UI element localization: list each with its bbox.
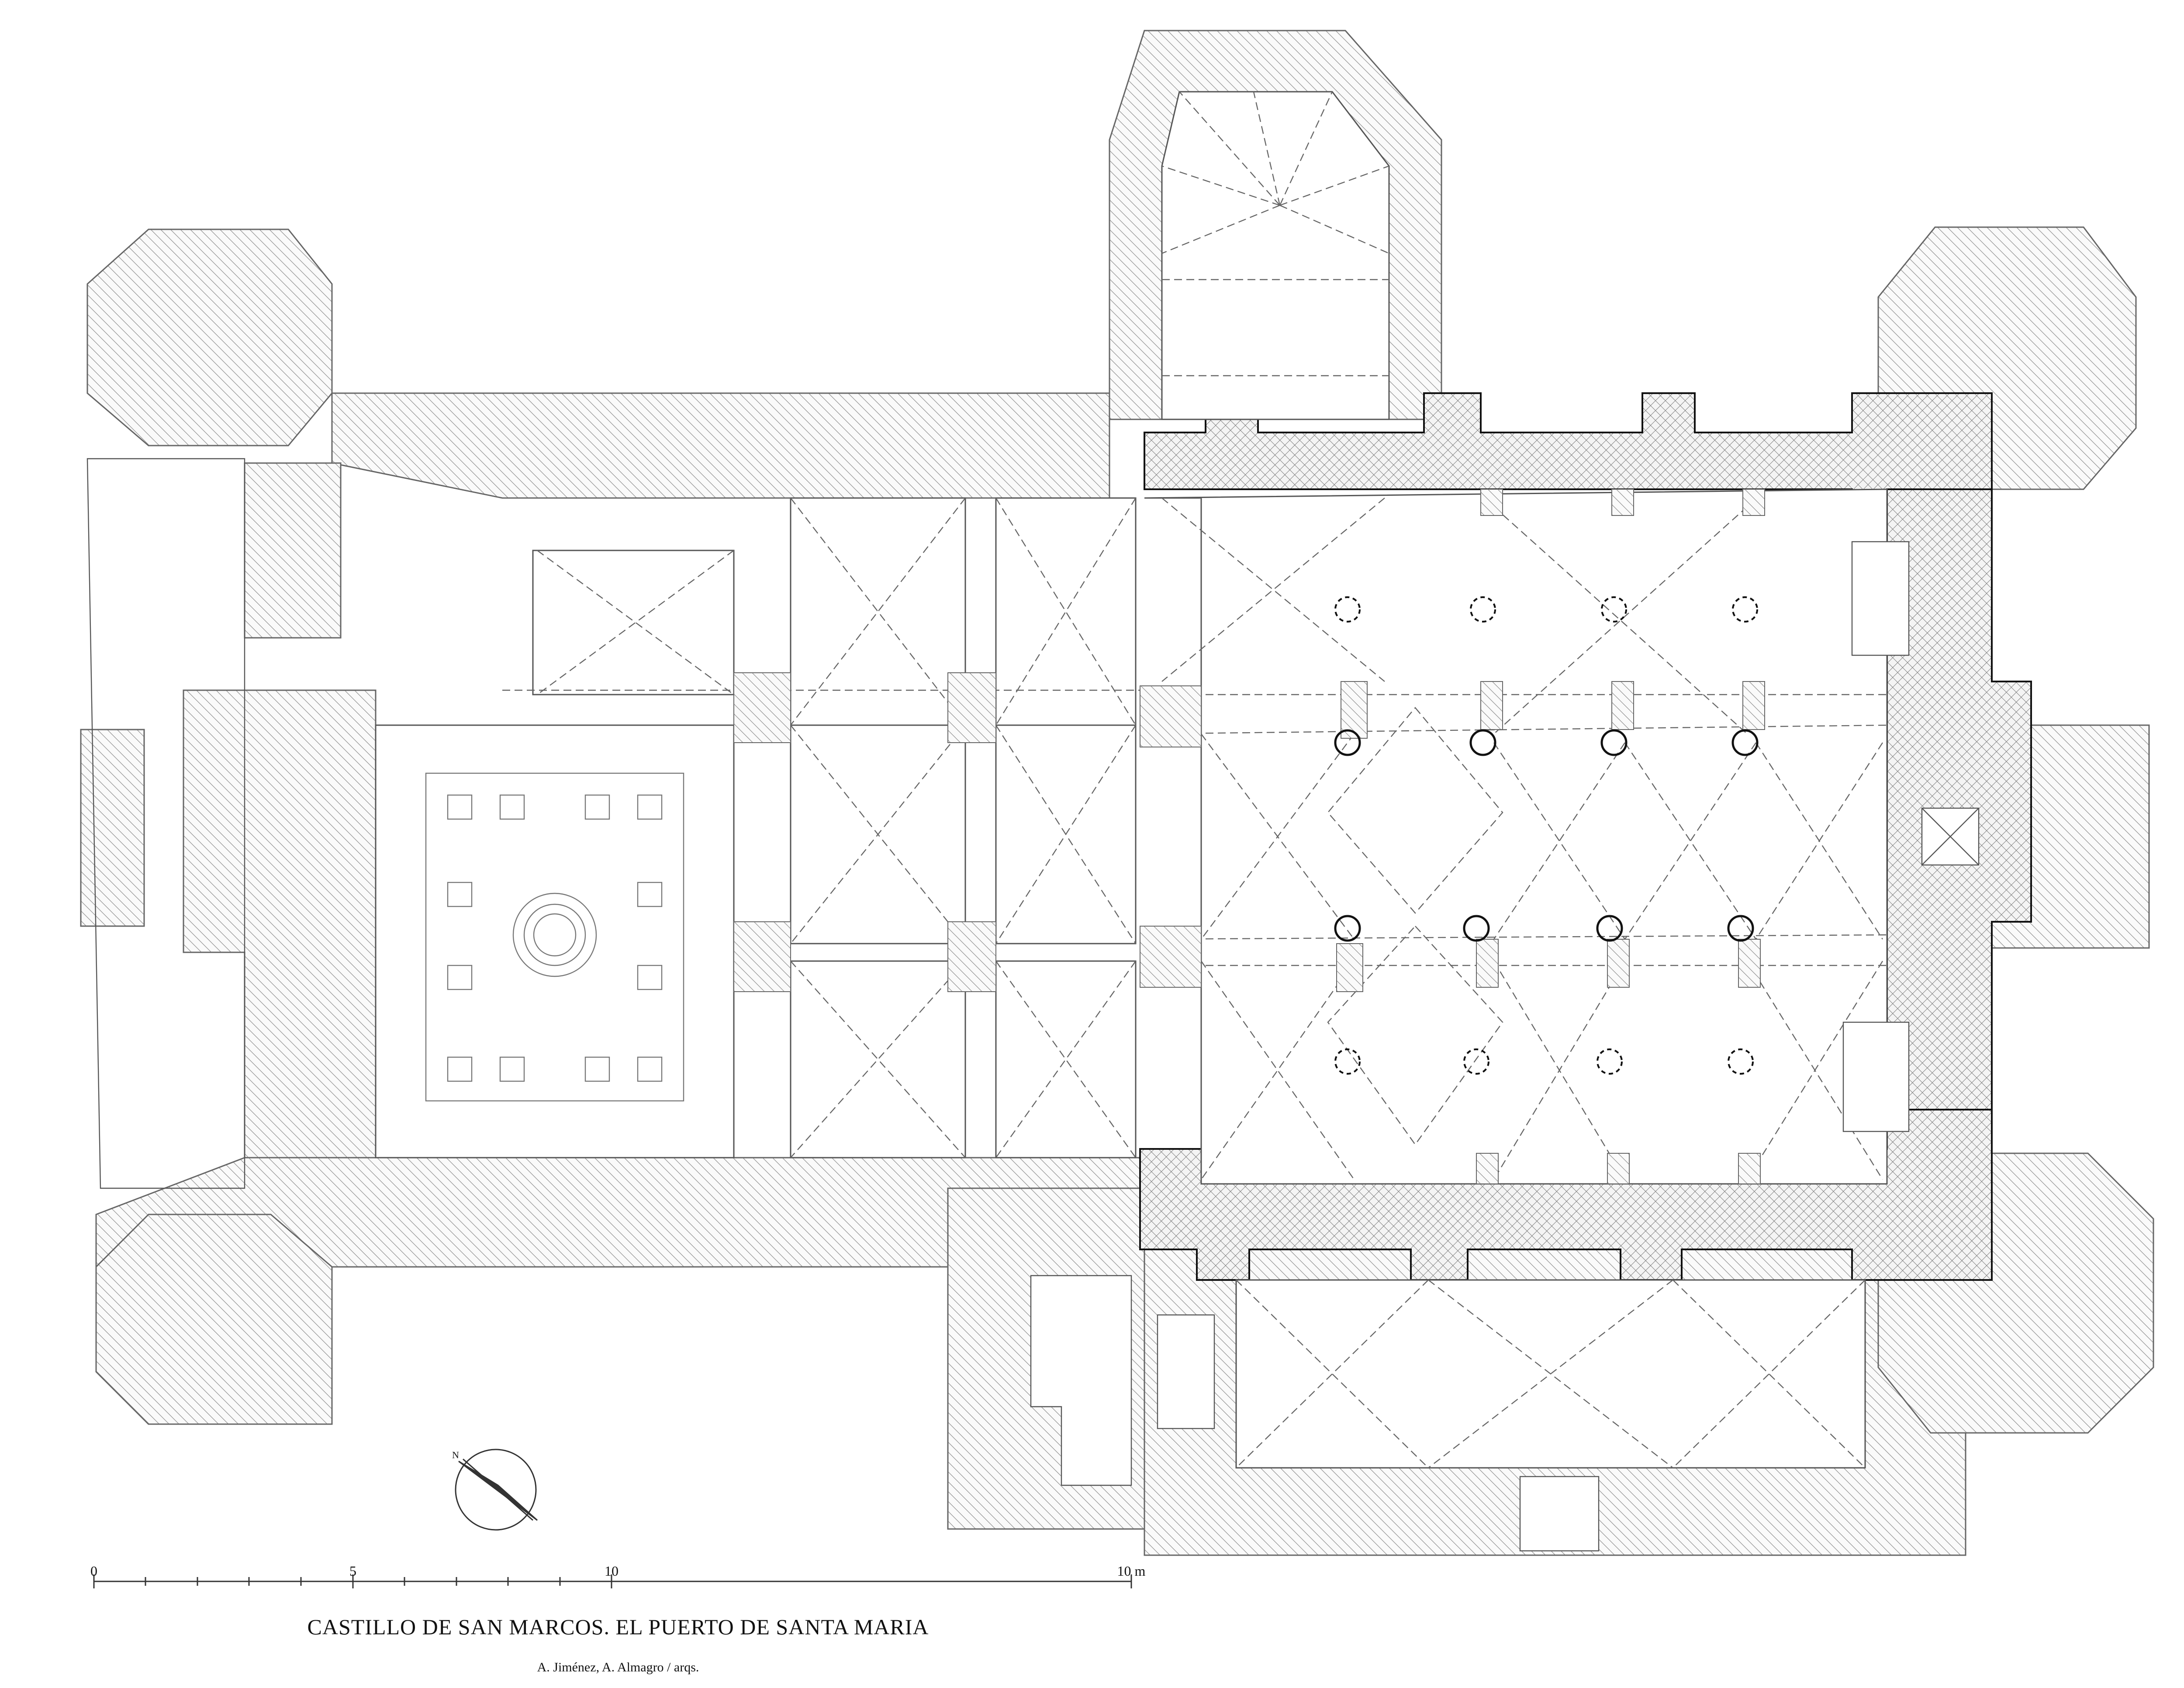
scale-label-10: 10 bbox=[605, 1563, 619, 1579]
wall-north-west bbox=[331, 392, 1110, 499]
wall-west bbox=[183, 689, 377, 1159]
patio-detail bbox=[425, 772, 684, 1102]
well bbox=[512, 892, 597, 977]
tower-sw bbox=[95, 1214, 333, 1425]
scale-label-5: 5 bbox=[349, 1563, 356, 1579]
columns-solid bbox=[1334, 729, 1759, 942]
north-label: N bbox=[452, 1449, 459, 1460]
drawing-title: CASTILLO DE SAN MARCOS. EL PUERTO DE SAN… bbox=[307, 1615, 929, 1639]
tower-nw bbox=[86, 228, 333, 446]
drawing-authors: A. Jiménez, A. Almagro / arqs. bbox=[537, 1660, 699, 1674]
cloister-patio bbox=[375, 724, 735, 1159]
east-niches bbox=[1842, 541, 1980, 1132]
west-pier-a bbox=[80, 729, 145, 927]
columns-dashed bbox=[1334, 596, 1758, 1075]
south-annex bbox=[1030, 1275, 1600, 1552]
church-nave bbox=[1144, 488, 1888, 1185]
nave-piers bbox=[733, 489, 1765, 1184]
north-arrow bbox=[455, 1449, 538, 1531]
scale-bar bbox=[93, 1574, 1132, 1588]
apse-interior bbox=[1161, 91, 1390, 420]
west-pier-b bbox=[244, 462, 342, 639]
scale-label-10m: 10 m bbox=[1117, 1563, 1146, 1579]
bay-w6 bbox=[995, 960, 1137, 1159]
west-outline bbox=[86, 458, 245, 1189]
scale-label-0: 0 bbox=[90, 1563, 97, 1579]
